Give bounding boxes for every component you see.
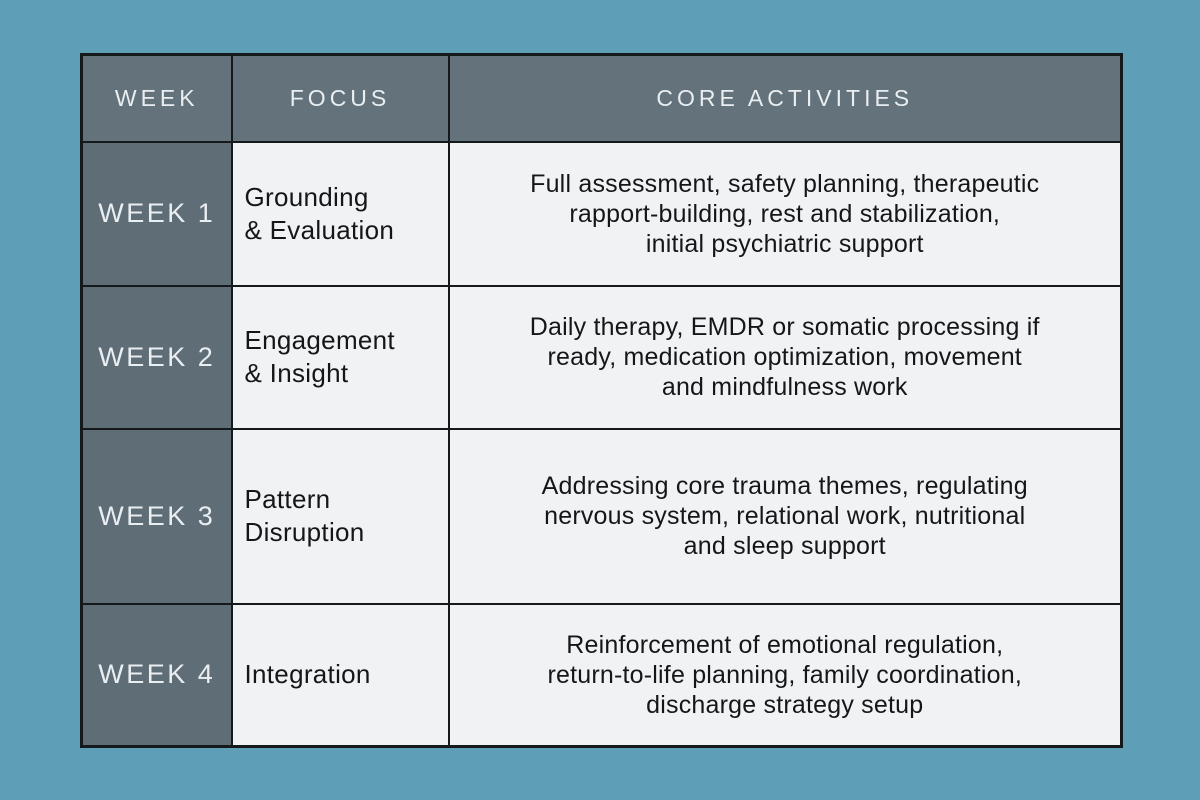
- header-cell-focus: FOCUS: [230, 53, 450, 143]
- core-activities-cell: Full assessment, safety planning, therap…: [447, 140, 1123, 287]
- table-row: WEEK 4 Integration Reinforcement of emot…: [80, 602, 1123, 748]
- table-row: WEEK 1 Grounding & Evaluation Full asses…: [80, 140, 1123, 287]
- header-cell-week: WEEK: [80, 53, 233, 143]
- table-row: WEEK 3 Pattern Disruption Addressing cor…: [80, 427, 1123, 605]
- table-header-row: WEEK FOCUS CORE ACTIVITIES: [80, 53, 1123, 143]
- focus-cell: Integration: [230, 602, 450, 748]
- table-row: WEEK 2 Engagement & Insight Daily therap…: [80, 284, 1123, 430]
- core-activities-cell: Addressing core trauma themes, regulatin…: [447, 427, 1123, 605]
- week-label-cell: WEEK 2: [80, 284, 233, 430]
- weekly-schedule-table: WEEK FOCUS CORE ACTIVITIES WEEK 1 Ground…: [80, 53, 1123, 748]
- week-label-cell: WEEK 4: [80, 602, 233, 748]
- core-activities-cell: Daily therapy, EMDR or somatic processin…: [447, 284, 1123, 430]
- header-cell-core-activities: CORE ACTIVITIES: [447, 53, 1123, 143]
- core-activities-cell: Reinforcement of emotional regulation, r…: [447, 602, 1123, 748]
- focus-cell: Pattern Disruption: [230, 427, 450, 605]
- week-label-cell: WEEK 1: [80, 140, 233, 287]
- week-label-cell: WEEK 3: [80, 427, 233, 605]
- focus-cell: Grounding & Evaluation: [230, 140, 450, 287]
- focus-cell: Engagement & Insight: [230, 284, 450, 430]
